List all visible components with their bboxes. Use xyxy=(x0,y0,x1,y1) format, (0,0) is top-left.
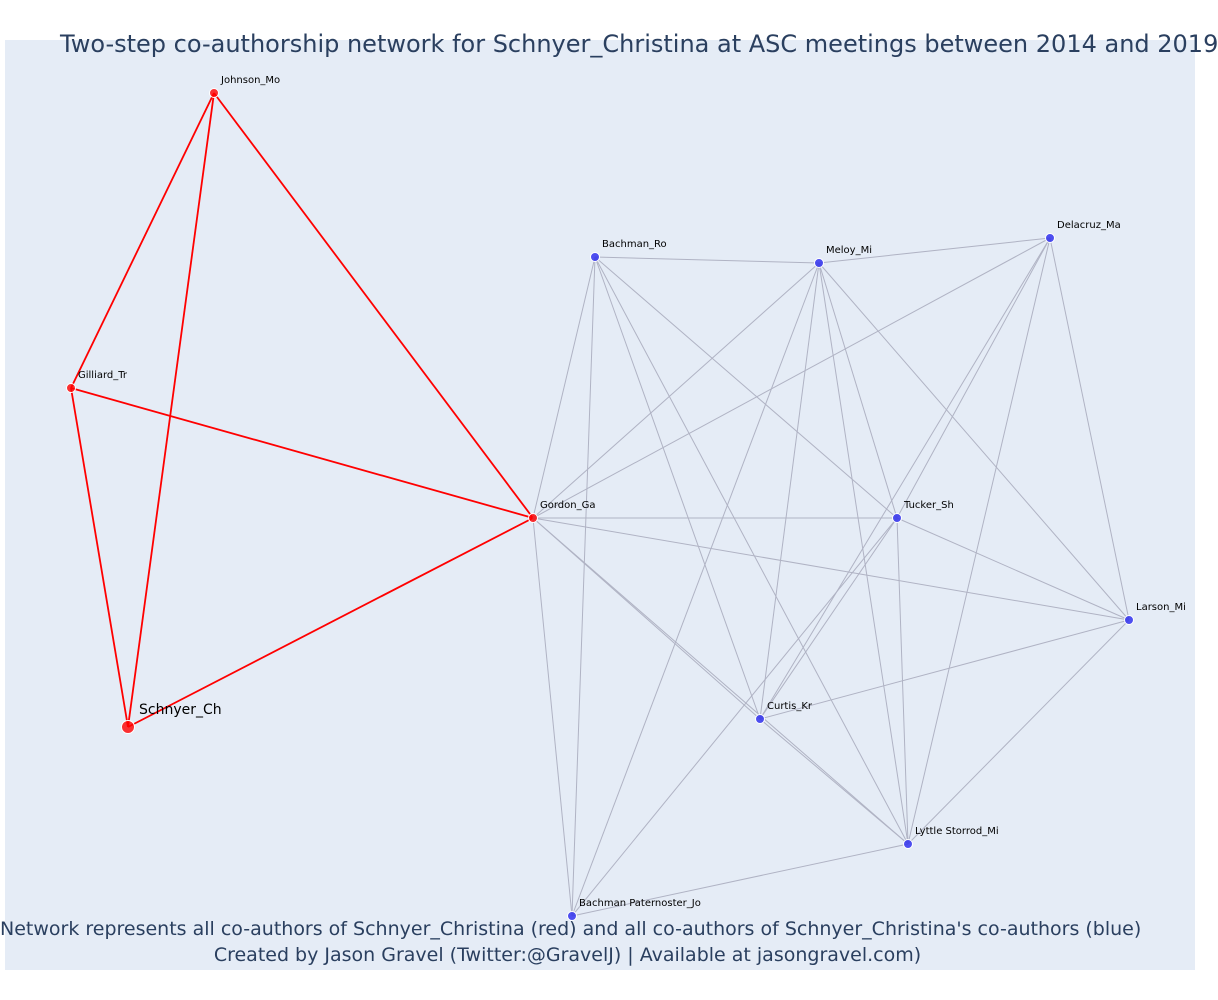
edge-johnson-gilliard xyxy=(70,92,215,389)
edge-larson-lyttle xyxy=(907,619,1130,845)
edge-bachman_ro-bachman_pat xyxy=(571,256,596,917)
edge-schnyer-johnson xyxy=(127,92,215,728)
edge-gordon-meloy xyxy=(532,262,820,519)
edges-layer xyxy=(70,92,1130,917)
edge-gordon-delacruz xyxy=(532,237,1051,519)
node-label-johnson: Johnson_Mo xyxy=(220,75,280,86)
edge-bachman_ro-tucker xyxy=(594,256,898,519)
edge-schnyer-gordon xyxy=(127,517,534,728)
node-lyttle[interactable] xyxy=(903,839,913,849)
node-bachman_pat[interactable] xyxy=(567,911,577,921)
edge-tucker-bachman_pat xyxy=(571,517,898,917)
node-label-bachman_pat: Bachman Paternoster_Jo xyxy=(579,898,701,909)
node-johnson[interactable] xyxy=(209,88,219,98)
node-delacruz[interactable] xyxy=(1045,233,1055,243)
labels-layer: Schnyer_Ch Johnson_MoGilliard_TrGordon_Ga… xyxy=(78,75,1186,909)
plot-background xyxy=(5,40,1195,970)
edge-gilliard-gordon xyxy=(70,387,534,519)
node-label-larson: Larson_Mi xyxy=(1136,602,1186,613)
edge-delacruz-lyttle xyxy=(907,237,1051,845)
edge-gordon-lyttle xyxy=(532,517,909,845)
edge-meloy-tucker xyxy=(818,262,898,519)
edge-gordon-bachman_ro xyxy=(532,256,596,519)
edge-delacruz-tucker xyxy=(896,237,1051,519)
edge-meloy-delacruz xyxy=(818,237,1051,264)
node-label-schnyer: Schnyer_Ch xyxy=(139,702,222,718)
edge-meloy-curtis xyxy=(759,262,820,720)
caption-credit: Created by Jason Gravel (Twitter:@Gravel… xyxy=(213,944,922,966)
node-label-delacruz: Delacruz_Ma xyxy=(1057,220,1121,231)
edge-delacruz-larson xyxy=(1049,237,1130,621)
node-label-gordon: Gordon_Ga xyxy=(540,500,595,511)
node-larson[interactable] xyxy=(1124,615,1134,625)
edge-meloy-larson xyxy=(818,262,1130,621)
chart-title: Two-step co-authorship network for Schny… xyxy=(60,30,1218,58)
node-gordon[interactable] xyxy=(528,513,538,523)
edge-tucker-larson xyxy=(896,517,1130,621)
node-label-tucker: Tucker_Sh xyxy=(903,500,954,511)
edge-schnyer-gilliard xyxy=(70,387,129,728)
edge-gordon-larson xyxy=(532,517,1130,621)
edge-larson-curtis xyxy=(759,619,1130,720)
edge-johnson-gordon xyxy=(213,92,534,519)
node-bachman_ro[interactable] xyxy=(590,252,600,262)
nodes-layer xyxy=(66,88,1134,921)
node-gilliard[interactable] xyxy=(66,383,76,393)
node-curtis[interactable] xyxy=(755,714,765,724)
node-tucker[interactable] xyxy=(892,513,902,523)
node-meloy[interactable] xyxy=(814,258,824,268)
edge-delacruz-curtis xyxy=(759,237,1051,720)
edge-bachman_ro-lyttle xyxy=(594,256,909,845)
edge-tucker-curtis xyxy=(759,517,898,720)
edge-meloy-bachman_pat xyxy=(571,262,820,917)
edge-gordon-bachman_pat xyxy=(532,517,573,917)
node-label-gilliard: Gilliard_Tr xyxy=(78,370,128,381)
node-schnyer[interactable] xyxy=(121,720,135,734)
edge-curtis-lyttle xyxy=(759,718,909,845)
node-label-meloy: Meloy_Mi xyxy=(826,245,872,256)
node-label-lyttle: Lyttle Storrod_Mi xyxy=(915,826,999,837)
edge-meloy-lyttle xyxy=(818,262,909,845)
edge-lyttle-bachman_pat xyxy=(571,843,909,917)
edge-bachman_ro-meloy xyxy=(594,256,820,264)
caption-description: Network represents all co-authors of Sch… xyxy=(0,918,1142,940)
node-label-bachman_ro: Bachman_Ro xyxy=(602,239,667,250)
node-label-curtis: Curtis_Kr xyxy=(767,701,813,712)
edge-bachman_ro-curtis xyxy=(594,256,761,720)
